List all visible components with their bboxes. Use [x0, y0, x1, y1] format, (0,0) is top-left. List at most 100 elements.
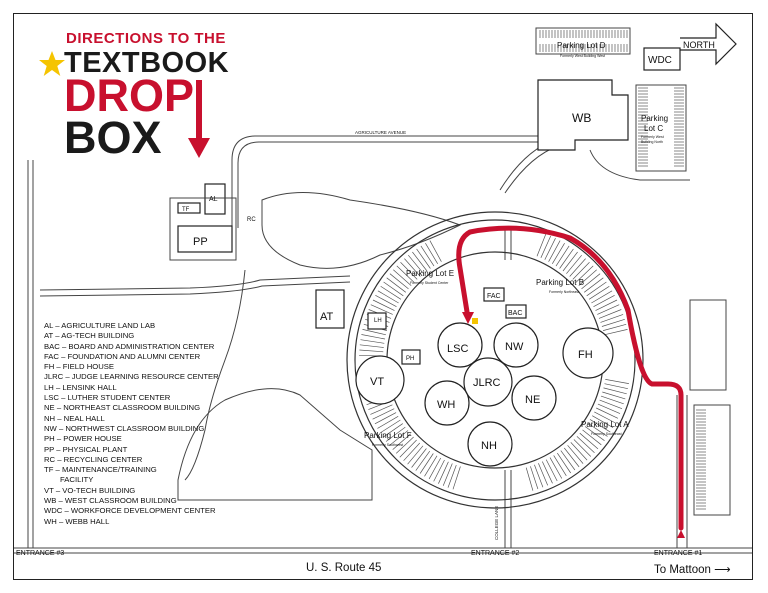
- parking-stall-line: [412, 251, 428, 272]
- parking-stall-line: [575, 265, 594, 283]
- ph-label: PH: [406, 356, 414, 362]
- legend-item: LH – LENSINK HALL: [44, 382, 117, 392]
- parking-stall-line: [594, 411, 616, 424]
- parking-stall-line: [403, 442, 421, 461]
- wb-building-shape: [537, 79, 629, 151]
- parking-stall-line: [407, 445, 424, 465]
- parking-stall-line: [603, 323, 627, 331]
- parking-stall-line: [601, 318, 625, 327]
- lh-label: LH: [374, 318, 382, 324]
- legend-item: RC – RECYCLING CENTER: [44, 454, 143, 464]
- pond-outline: [261, 192, 462, 269]
- legend-item: NW – NORTHWEST CLASSROOM BUILDING: [44, 423, 205, 433]
- parking-stall-line: [604, 329, 628, 336]
- pp-label: PP: [193, 236, 208, 248]
- lot-b-sub-label: Formerly Northeast: [549, 290, 579, 294]
- wb-label: WB: [572, 111, 591, 125]
- parking-stall-line: [597, 304, 620, 315]
- rc-label: RC: [247, 217, 256, 223]
- parking-stall-line: [428, 457, 442, 480]
- parking-stall-line: [360, 339, 385, 344]
- agriculture-avenue-line: [231, 135, 555, 228]
- north-label: NORTH: [683, 40, 715, 50]
- entrance-3-label: ENTRANCE #3: [16, 550, 64, 557]
- us-route-45-label: U. S. Route 45: [306, 562, 382, 574]
- legend-item: TF – MAINTENANCE/TRAINING: [44, 465, 157, 475]
- entrance-1-label: ENTRANCE #1: [654, 550, 702, 557]
- parking-stall-line: [566, 254, 582, 274]
- parking-stall-line: [602, 391, 626, 400]
- lot-d-sub-label: Formerly West Building West: [560, 54, 605, 58]
- parking-stall-line: [562, 251, 578, 272]
- wh-building-shape: [424, 380, 470, 426]
- bac-building-shape: [505, 304, 527, 319]
- nw-building-shape: [493, 322, 539, 368]
- title-line-3: DROP: [64, 70, 195, 121]
- lot-c-sub-2: Building North: [641, 140, 663, 144]
- north-arrow-icon: [680, 22, 737, 66]
- parking-stall-line: [396, 265, 415, 283]
- lot-b-label: Parking Lot B: [536, 278, 584, 287]
- parking-stall-line: [595, 299, 618, 311]
- lot-e-label: Parking Lot E: [406, 269, 454, 278]
- parking-stall-line: [596, 407, 619, 419]
- legend-item: WB – WEST CLASSROOM BUILDING: [44, 496, 177, 506]
- parking-stall-line: [399, 439, 417, 458]
- lot-f-sub-label: Formerly Southwest: [372, 443, 403, 447]
- parking-stall-line: [564, 447, 580, 468]
- bac-label: BAC: [508, 310, 522, 317]
- parking-stall-line: [377, 415, 399, 429]
- parking-stall-line: [433, 459, 445, 482]
- parking-stall-line: [392, 433, 411, 450]
- legend-item: AL – AGRICULTURE LAND LAB: [44, 321, 156, 330]
- legend-item: VT – VO-TECH BUILDING: [44, 485, 136, 495]
- parking-stall-line: [442, 463, 453, 486]
- parking-stall-line: [582, 429, 602, 446]
- at-label: AT: [320, 311, 334, 323]
- parking-stall-line: [548, 240, 561, 262]
- parking-stall-line: [370, 304, 393, 315]
- star-icon: [39, 51, 65, 76]
- nh-label: NH: [481, 440, 497, 452]
- legend-item: WH – WEBB HALL: [44, 516, 110, 526]
- parking-stall-line: [579, 432, 599, 450]
- parking-stall-line: [419, 453, 434, 474]
- lot-c-label-1: Parking: [641, 114, 668, 123]
- parking-stall-line: [553, 455, 567, 476]
- parking-stall-line: [586, 281, 607, 297]
- parking-stall-line: [383, 281, 404, 297]
- creek-line: [184, 269, 246, 481]
- parking-stall-line: [452, 466, 461, 490]
- road-to-lot-c: [589, 149, 690, 181]
- parking-stall-line: [587, 422, 608, 437]
- parking-stall-line: [541, 461, 553, 484]
- pp-building-shape: [177, 225, 233, 253]
- legend-item: AT – AG-TECH BUILDING: [44, 331, 135, 341]
- parking-stall-line: [604, 383, 628, 390]
- parking-stall-line: [570, 442, 588, 461]
- parking-stall-line: [530, 466, 539, 490]
- title-line-1: DIRECTIONS TO THE: [66, 30, 226, 47]
- field-outline: [177, 388, 373, 501]
- lot-f-label: Parking Lot F: [364, 431, 412, 440]
- title-line-2: TEXTBOOK: [64, 47, 230, 79]
- legend-item: LSC – LUTHER STUDENT CENTER: [44, 393, 171, 403]
- parking-stall-line: [591, 290, 613, 304]
- vt-building-shape: [355, 355, 405, 405]
- parking-stall-line: [389, 430, 409, 446]
- parking-stall-line: [557, 452, 571, 474]
- parking-stall-line: [395, 436, 414, 454]
- legend-item: FACILITY: [60, 475, 94, 485]
- parking-stall-line: [538, 463, 549, 486]
- building-legend: AL – AGRICULTURE LAND LAB AT – AG-TECH B…: [44, 321, 219, 527]
- wh-label: WH: [437, 399, 455, 411]
- parking-stall-line: [525, 467, 534, 491]
- parking-stall-line: [583, 277, 604, 293]
- legend-item: PP – PHYSICAL PLANT: [44, 444, 128, 454]
- parking-stall-line: [411, 448, 427, 468]
- parking-stall-line: [377, 290, 399, 304]
- legend-item: WDC – WORKFORCE DEVELOPMENT CENTER: [44, 506, 216, 516]
- jlrc-building-shape: [463, 357, 513, 407]
